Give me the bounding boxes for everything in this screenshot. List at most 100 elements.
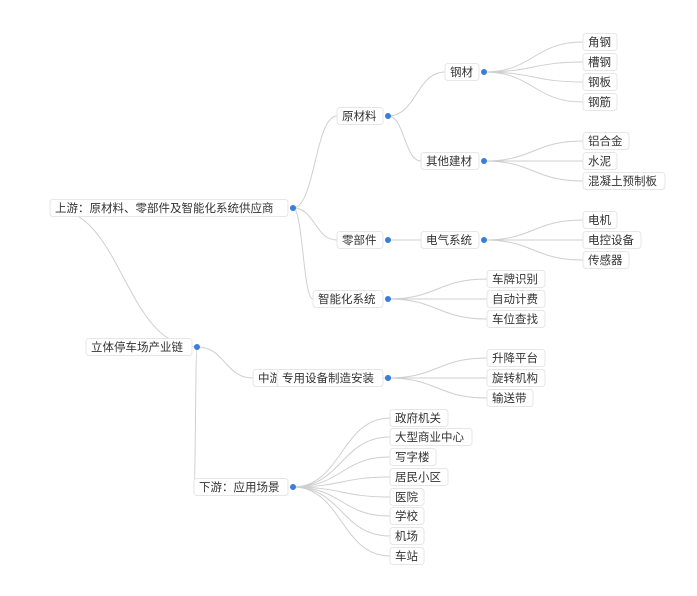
- tree-node-10-leaf-1: 大型商业中心: [389, 428, 473, 446]
- tree-node-3-box: [444, 63, 480, 81]
- tree-node-3-edge-2: [483, 71, 584, 83]
- tree-node-3-label: 钢材: [450, 65, 473, 79]
- tree-node-0[interactable]: 立体停车场产业链: [85, 338, 193, 356]
- tree-node-7-leaf-2: 车位查找: [486, 310, 546, 328]
- tree-node-3[interactable]: 钢材: [444, 63, 480, 81]
- tree-node-10-label: 下游：应用场景: [199, 480, 280, 494]
- tree-node-5-label: 零部件: [342, 233, 377, 247]
- tree-node-4-expand-dot[interactable]: [481, 158, 487, 164]
- tree-node-4-leaf-1-label: 水泥: [588, 154, 611, 168]
- tree-node-2[interactable]: 原材料: [336, 107, 384, 125]
- tree-node-0-expand-dot[interactable]: [194, 344, 200, 350]
- tree-node-3-leaf-2-label: 钢板: [588, 75, 611, 89]
- tree-node-1-box: [49, 199, 289, 217]
- tree-node-4-box: [420, 152, 480, 170]
- tree-node-10-edge-2: [292, 456, 391, 488]
- tree-node-7-leaf-2-label: 车位查找: [492, 312, 538, 326]
- tree-nodes: 立体停车场产业链上游：原材料、零部件及智能化系统供应商原材料钢材角钢槽钢钢板钢筋…: [49, 33, 666, 565]
- tree-node-9-leaf-1-label: 旋转机构: [492, 371, 538, 385]
- tree-node-2-label: 原材料: [342, 109, 377, 123]
- tree-node-6-leaf-2: 传感器: [582, 251, 630, 269]
- tree-node-9-leaf-0-label: 升降平台: [492, 351, 538, 365]
- tree-node-7-expand-dot[interactable]: [385, 296, 391, 302]
- tree-node-10-expand-dot[interactable]: [290, 484, 296, 490]
- tree-node-1-expand-dot[interactable]: [290, 205, 296, 211]
- tree-node-4[interactable]: 其他建材: [420, 152, 480, 170]
- tree-node-9-leaf-1: 旋转机构: [486, 369, 546, 387]
- tree-node-3-edge-0: [483, 41, 584, 73]
- tree-node-10-leaf-6-label: 机场: [395, 529, 418, 543]
- tree-node-5-box: [336, 231, 384, 249]
- tree-node-2-edge-1: [387, 115, 422, 162]
- tree-node-10-leaf-4: 医院: [389, 488, 425, 506]
- tree-node-6-leaf-1-box: [582, 231, 642, 249]
- tree-node-7-leaf-1-label: 自动计费: [492, 292, 538, 306]
- tree-node-3-leaf-0-box: [582, 33, 618, 51]
- tree-node-9-leaf-2-label: 输送带: [492, 391, 527, 405]
- tree-node-6-leaf-1-label: 电控设备: [588, 233, 634, 247]
- tree-node-0-label: 立体停车场产业链: [91, 340, 183, 354]
- tree-node-3-leaf-3-label: 钢筋: [588, 95, 611, 109]
- tree-node-7-edge-0: [387, 278, 488, 300]
- tree-node-2-expand-dot[interactable]: [385, 113, 391, 119]
- tree-node-3-edge-1: [483, 61, 584, 73]
- tree-node-10-leaf-5: 学校: [389, 507, 425, 525]
- tree-node-10-leaf-2-label: 写字楼: [395, 450, 430, 464]
- tree-node-6-leaf-0-label: 电机: [588, 213, 611, 227]
- tree-node-5-expand-dot[interactable]: [385, 237, 391, 243]
- tree-node-1[interactable]: 上游：原材料、零部件及智能化系统供应商: [49, 199, 289, 217]
- tree-node-5[interactable]: 零部件: [336, 231, 384, 249]
- tree-node-0-edge-2: [193, 346, 198, 488]
- tree-node-10-leaf-4-box: [389, 488, 425, 506]
- tree-node-9-leaf-2-box: [486, 389, 534, 407]
- tree-node-10-box: [193, 478, 289, 496]
- tree-node-0-edge-0: [49, 207, 198, 348]
- tree-node-2-box: [336, 107, 384, 125]
- tree-node-6-leaf-0-box: [582, 211, 618, 229]
- tree-node-10-leaf-0-box: [389, 409, 449, 427]
- tree-node-4-edge-0: [483, 140, 584, 162]
- tree-node-9-leaf-0-box: [486, 349, 546, 367]
- tree-node-6-expand-dot[interactable]: [481, 237, 487, 243]
- tree-node-9[interactable]: 专用设备制造安装: [276, 369, 384, 387]
- tree-node-7-leaf-0-label: 车牌识别: [492, 272, 538, 286]
- tree-node-3-leaf-2: 钢板: [582, 73, 618, 91]
- tree-node-7[interactable]: 智能化系统: [312, 290, 384, 308]
- tree-node-9-expand-dot[interactable]: [385, 375, 391, 381]
- tree-node-0-box: [85, 338, 193, 356]
- tree-node-10-edge-6: [292, 486, 391, 537]
- tree-node-3-expand-dot[interactable]: [481, 69, 487, 75]
- tree-node-4-edge-2: [483, 160, 584, 182]
- tree-node-10-leaf-1-label: 大型商业中心: [395, 430, 464, 444]
- tree-node-6-edge-0: [483, 219, 584, 241]
- tree-node-9-edge-2: [387, 377, 488, 399]
- tree-node-7-leaf-0: 车牌识别: [486, 270, 546, 288]
- tree-node-10-edge-7: [292, 486, 391, 557]
- tree-node-10-leaf-6: 机场: [389, 527, 425, 545]
- tree-node-7-edge-2: [387, 298, 488, 320]
- tree-node-7-leaf-0-box: [486, 270, 546, 288]
- tree-node-6-label: 电气系统: [426, 233, 472, 247]
- tree-node-9-leaf-0: 升降平台: [486, 349, 546, 367]
- tree-node-3-edge-3: [483, 71, 584, 103]
- tree-node-7-leaf-2-box: [486, 310, 546, 328]
- tree-node-6[interactable]: 电气系统: [420, 231, 480, 249]
- tree-node-10-leaf-3-box: [389, 468, 449, 486]
- tree-node-10-edge-1: [292, 436, 391, 488]
- tree-node-2-edge-0: [387, 71, 446, 117]
- tree-node-3-leaf-3: 钢筋: [582, 93, 618, 111]
- tree-node-1-edge-0: [292, 115, 338, 209]
- tree-node-4-leaf-1-box: [582, 152, 618, 170]
- tree-node-1-edge-1: [292, 207, 338, 241]
- tree-node-4-leaf-2: 混凝土预制板: [582, 172, 666, 190]
- tree-node-4-label: 其他建材: [426, 154, 472, 168]
- tree-node-6-edge-2: [483, 239, 584, 261]
- tree-node-3-leaf-3-box: [582, 93, 618, 111]
- tree-node-6-leaf-2-label: 传感器: [588, 253, 623, 267]
- tree-node-3-leaf-0-label: 角钢: [588, 35, 611, 49]
- tree-node-9-edge-0: [387, 357, 488, 379]
- tree-node-10[interactable]: 下游：应用场景: [193, 478, 289, 496]
- tree-node-9-box: [276, 369, 384, 387]
- tree-node-7-box: [312, 290, 384, 308]
